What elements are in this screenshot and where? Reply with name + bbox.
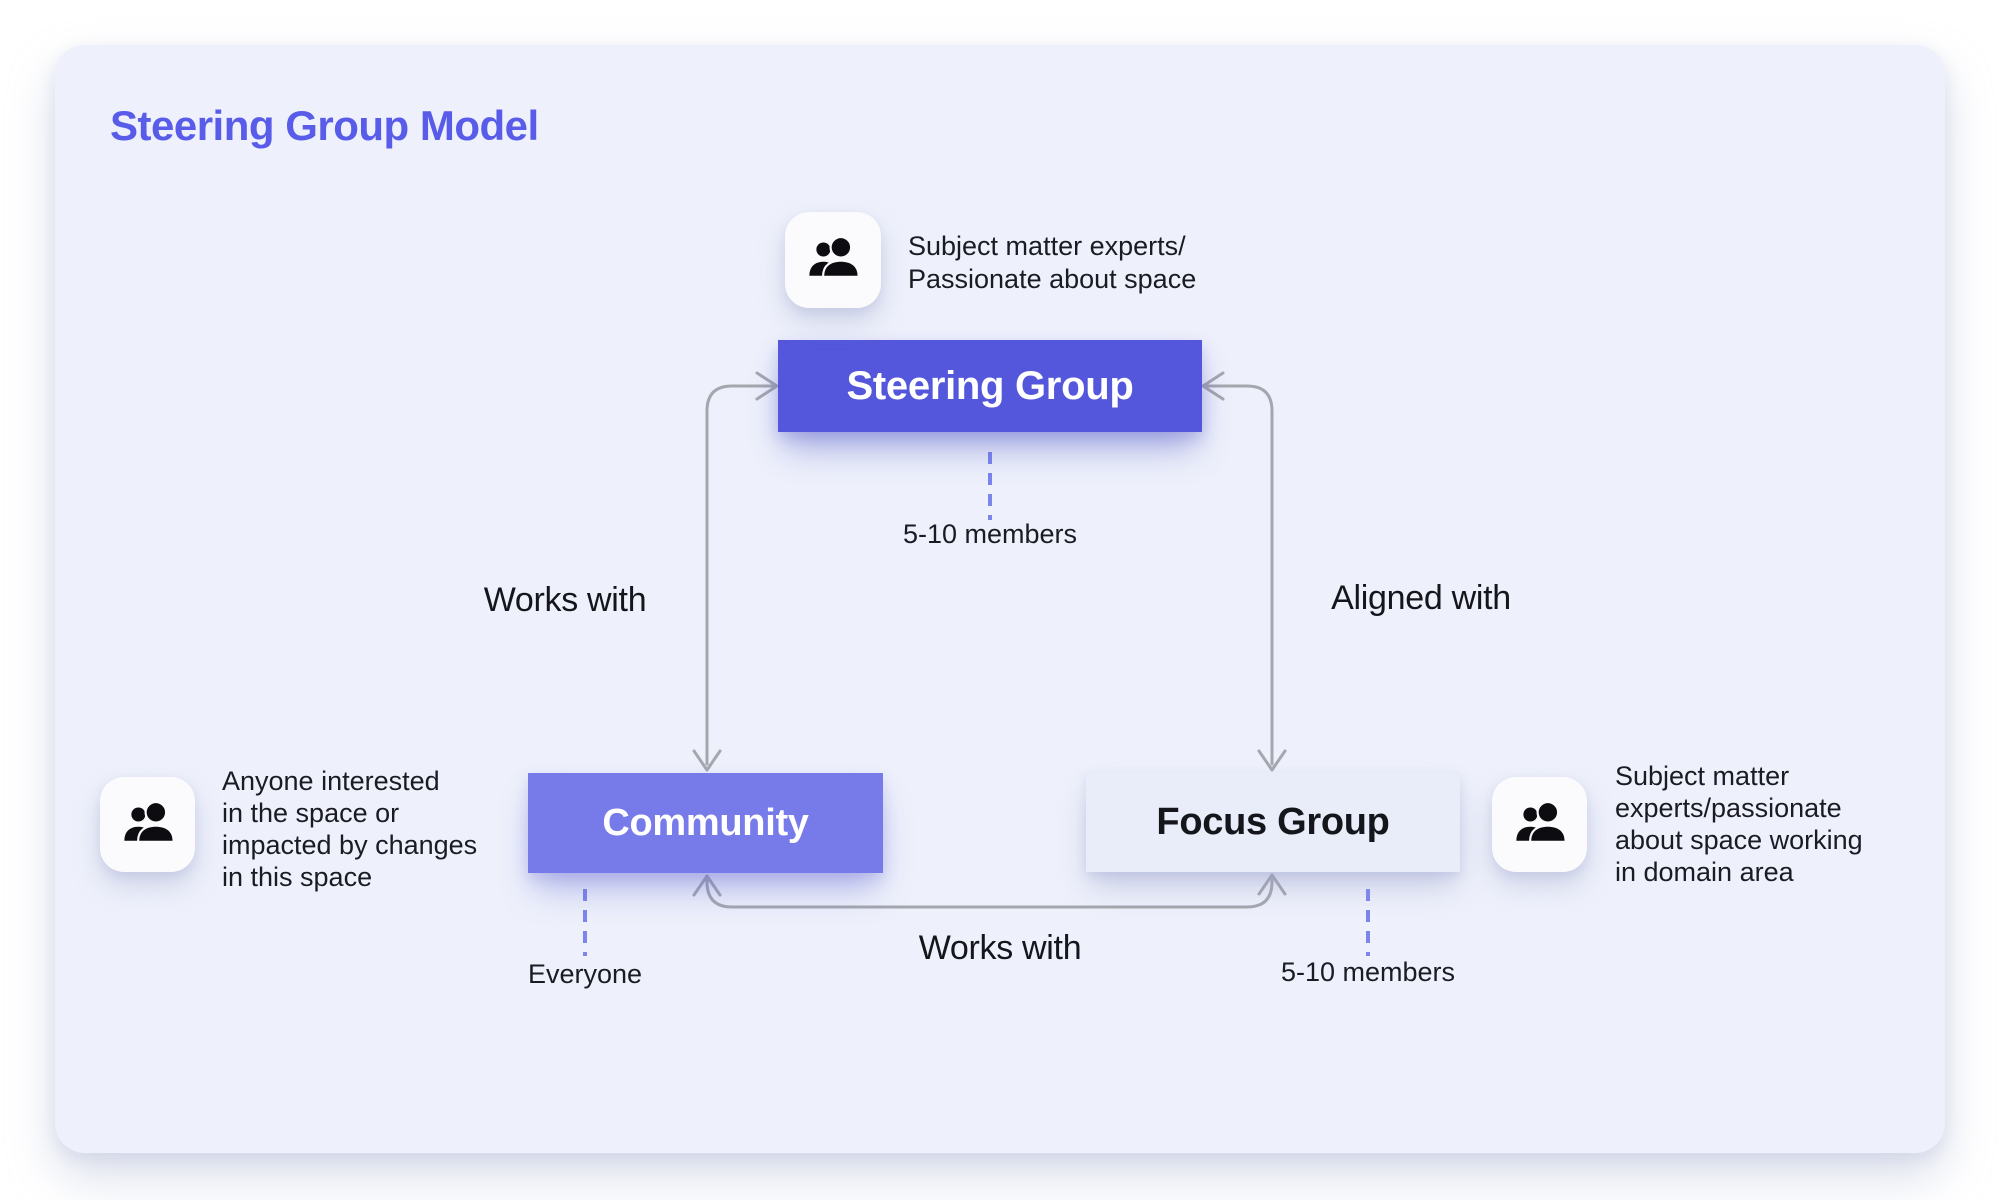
steering-members-label: 5-10 members bbox=[902, 519, 1078, 549]
focus-group-node: Focus Group bbox=[1086, 773, 1460, 872]
community-note: Anyone interested in the space or impact… bbox=[222, 766, 478, 892]
community-label: Community bbox=[602, 801, 809, 844]
edge-label-works-with-bottom: Works with bbox=[918, 929, 1082, 967]
community-people-card bbox=[100, 777, 195, 872]
edge-label-aligned-with: Aligned with bbox=[1331, 579, 1511, 617]
people-icon bbox=[123, 800, 175, 843]
people-icon bbox=[1515, 800, 1567, 843]
focus-group-label: Focus Group bbox=[1156, 801, 1390, 843]
steering-group-node: Steering Group bbox=[778, 340, 1202, 432]
steering-people-card bbox=[785, 212, 881, 308]
people-icon bbox=[809, 235, 860, 278]
steering-group-label: Steering Group bbox=[846, 363, 1134, 408]
focus-people-card bbox=[1492, 777, 1587, 872]
diagram-card bbox=[55, 45, 1945, 1153]
community-members-label: Everyone bbox=[527, 959, 643, 989]
page-title: Steering Group Model bbox=[110, 102, 539, 149]
community-node: Community bbox=[528, 773, 883, 873]
edge-label-works-with-left: Works with bbox=[483, 581, 647, 619]
focus-note: Subject matter experts/passionate about … bbox=[1615, 761, 1863, 887]
steering-note: Subject matter experts/ Passionate about… bbox=[908, 231, 1197, 294]
focus-members-label: 5-10 members bbox=[1280, 957, 1456, 987]
